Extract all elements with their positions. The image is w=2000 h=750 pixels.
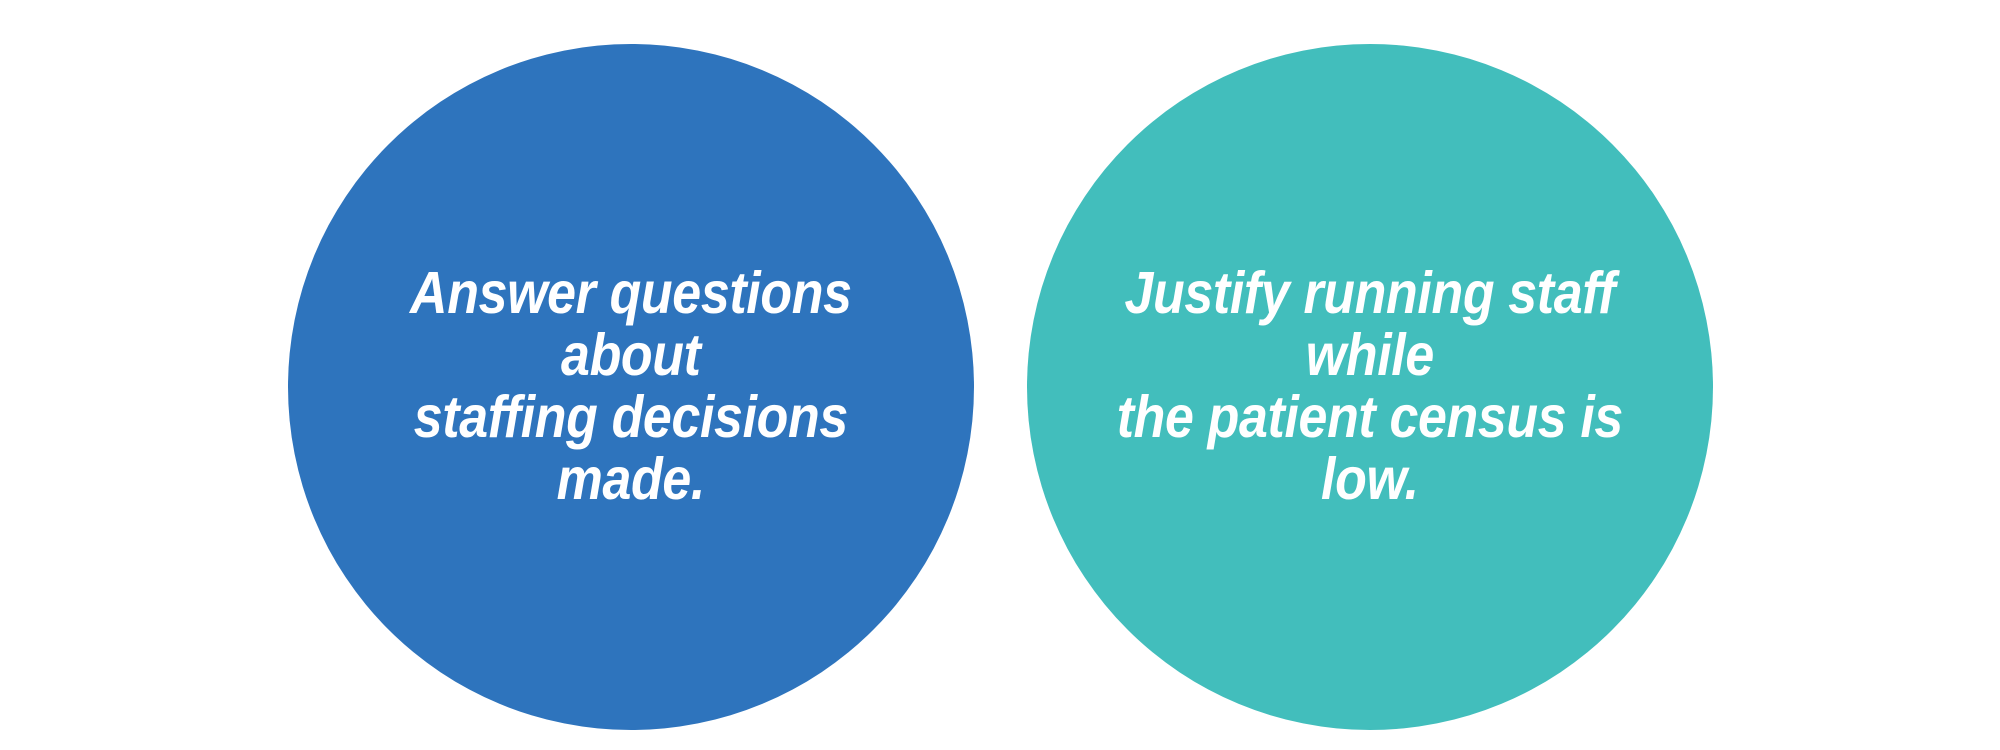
justify-staffing-circle-label: Justify running staff while the patient … (1116, 260, 1624, 512)
answer-questions-circle-label: Answer questions about staffing decision… (410, 260, 852, 512)
justify-staffing-circle[interactable]: Justify running staff while the patient … (1027, 44, 1713, 730)
answer-questions-circle[interactable]: Answer questions about staffing decision… (288, 44, 974, 730)
